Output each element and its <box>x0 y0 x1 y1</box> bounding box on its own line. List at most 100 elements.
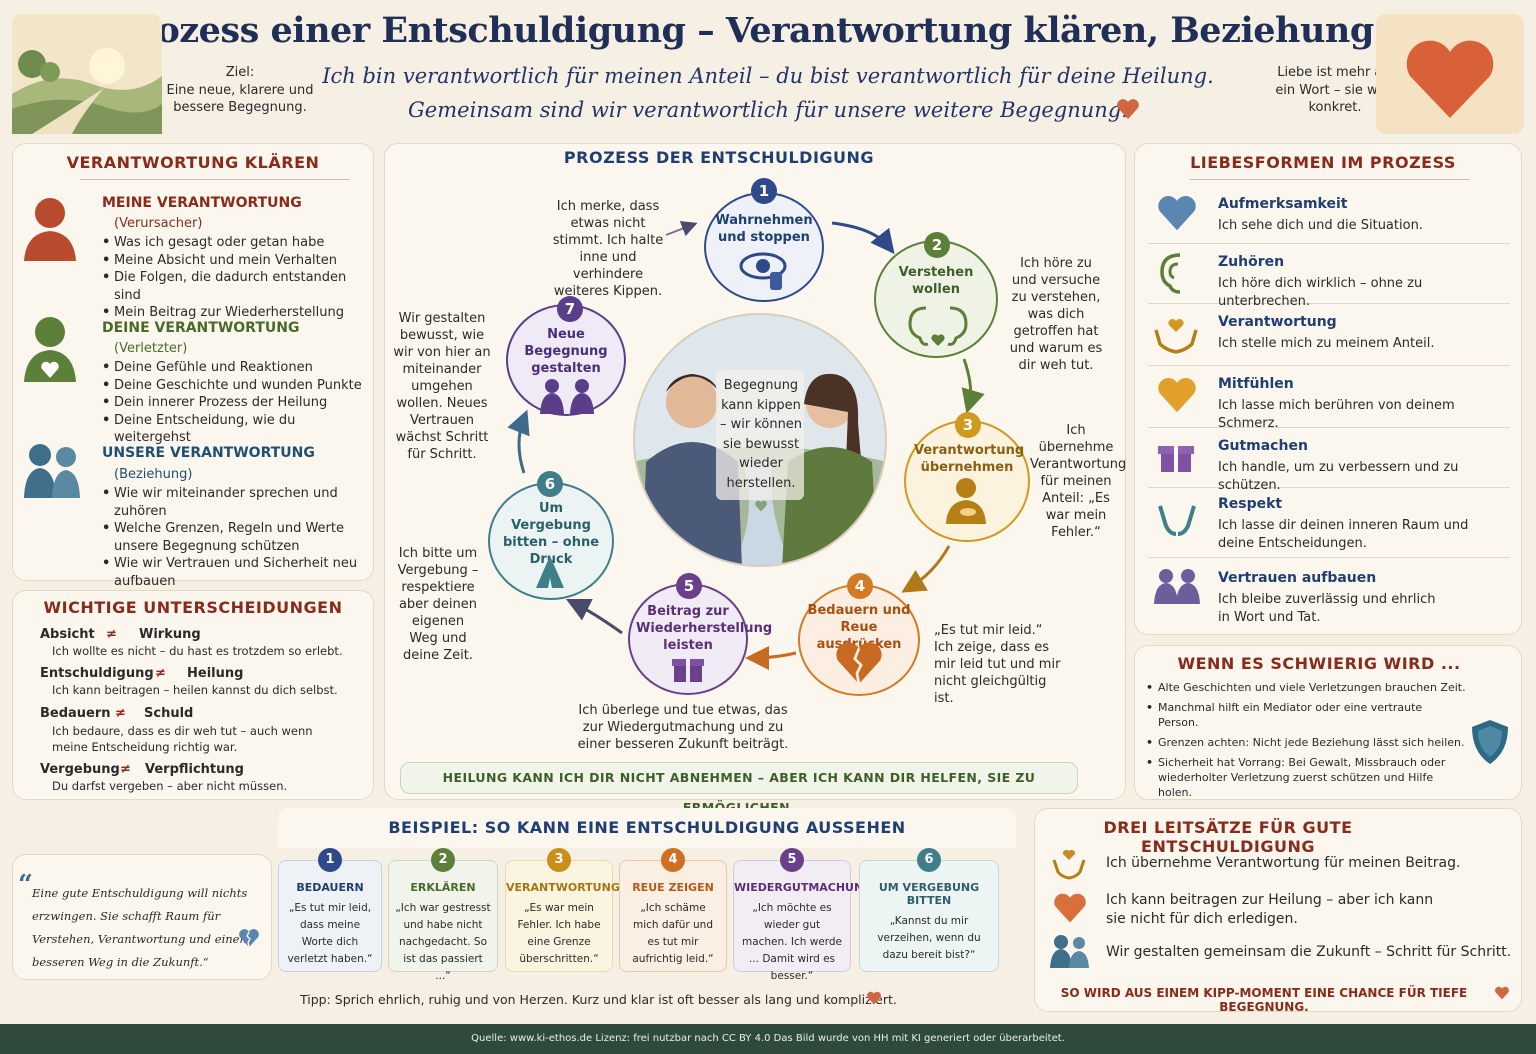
step-4-number: 4 <box>847 573 873 599</box>
card-number: 5 <box>780 848 804 872</box>
love-form-row: Vertrauen aufbauen Ich bleibe zuverlässi… <box>1148 566 1510 626</box>
mine-list: Was ich gesagt oder getan habe Meine Abs… <box>102 234 367 322</box>
broken-heart-icon <box>239 929 259 948</box>
love-forms-heading: LIEBESFORMEN IM PROZESS <box>1190 153 1456 172</box>
principle-2: Ich kann beitragen zur Heilung – aber ic… <box>1106 892 1434 927</box>
step-6-number: 6 <box>537 471 563 497</box>
step-3-desc: Ich übernehme Verantwortung für meinen A… <box>1030 423 1127 540</box>
quote-mark-icon: “ <box>18 870 33 900</box>
distinction-row: Entschuldigung≠Heilung Ich kann beitrage… <box>40 666 338 697</box>
love-form-row: Verantwortung Ich stelle mich zu meinem … <box>1148 310 1510 366</box>
small-heart-icon <box>755 500 767 512</box>
principle-1: Ich übernehme Verantwortung für meinen B… <box>1106 855 1461 871</box>
list-item: Deine Entscheidung, wie du weitergehst <box>102 412 367 447</box>
process-heading: PROZESS DER ENTSCHULDIGUNG <box>563 148 875 167</box>
card-number: 3 <box>547 848 571 872</box>
step-2-number: 2 <box>924 232 950 258</box>
difficult-list: Alte Geschichten und viele Verletzungen … <box>1146 680 1466 800</box>
person-hand-on-heart-icon <box>946 478 986 524</box>
step-5-number: 5 <box>676 573 702 599</box>
yours-list: Deine Gefühle und Reaktionen Deine Gesch… <box>102 359 367 447</box>
example-tip: Tipp: Sprich ehrlich, ruhig und von Herz… <box>300 992 897 1007</box>
praying-hands-icon <box>536 556 564 588</box>
two-people-icon <box>1050 935 1089 968</box>
path-landscape-illustration <box>12 14 162 134</box>
ears-icon <box>908 306 968 346</box>
distinction-row: Absicht≠Wirkung Ich wollte es nicht – du… <box>40 627 343 658</box>
cycle-arrows <box>507 221 985 670</box>
example-card: ERKLÄREN„Ich war gestresst und habe nich… <box>388 860 498 982</box>
card-number: 4 <box>661 848 685 872</box>
list-item: Wie wir Vertrauen und Sicherheit neu auf… <box>102 555 367 590</box>
heart-icon <box>1158 196 1196 231</box>
example-heading: BEISPIEL: SO KANN EINE ENTSCHULDIGUNG AU… <box>388 818 906 837</box>
healing-banner: HEILUNG KANN ICH DIR NICHT ABNEHMEN – AB… <box>400 762 1078 815</box>
list-item: Meine Absicht und mein Verhalten <box>102 252 367 270</box>
hands-heart-icon <box>1052 849 1086 880</box>
heart-icon <box>1054 893 1086 923</box>
ours-list: Wie wir miteinander sprechen und zuhören… <box>102 485 367 590</box>
list-item: Welche Grenzen, Regeln und Werte unsere … <box>102 520 367 555</box>
step-3-number: 3 <box>955 412 981 438</box>
step-2-desc: Ich höre zu und versuche zu verstehen, w… <box>1009 256 1103 373</box>
example-quote: Eine gute Entschuldigung will nichts erz… <box>32 886 248 969</box>
list-item: Wie wir miteinander sprechen und zuhören <box>102 485 367 520</box>
card-number: 1 <box>318 848 342 872</box>
responsibility-heading: VERANTWORTUNG KLÄREN <box>66 153 320 172</box>
love-form-row: Gutmachen Ich handle, um zu verbessern u… <box>1148 434 1510 493</box>
list-item: Mein Beitrag zur Wiederherstellung <box>102 304 367 322</box>
step-7-desc: Wir gestalten bewusst, wie wir von hier … <box>393 311 491 462</box>
list-item: Was ich gesagt oder getan habe <box>102 234 367 252</box>
list-item: Deine Gefühle und Reaktionen <box>102 359 367 377</box>
list-item: Deine Geschichte und wunden Punkte <box>102 377 367 395</box>
ours-role: (Beziehung) <box>114 467 193 482</box>
step-5-desc: Ich überlege und tue etwas, das zur Wied… <box>577 703 789 752</box>
ear-icon <box>1160 253 1181 294</box>
shield-icon <box>1472 720 1508 764</box>
difficult-heading: WENN ES SCHWIERIG WIRD ... <box>1177 654 1461 673</box>
example-card: BEDAUERN„Es tut mir leid, dass meine Wor… <box>278 860 382 972</box>
love-form-row: Zuhören Ich höre dich wirklich – ohne zu… <box>1148 250 1510 309</box>
hands-heart-icon <box>1154 318 1198 354</box>
example-card: REUE ZEIGEN„Ich schäme mich dafür und es… <box>619 860 727 972</box>
love-form-row: Mitfühlen Ich lasse mich berühren von de… <box>1148 372 1510 431</box>
couple-illustration <box>633 313 887 567</box>
people-icon <box>1154 569 1200 604</box>
two-people-meeting-icon <box>540 379 594 414</box>
list-item: Grenzen achten: Nicht jede Beziehung läs… <box>1146 735 1466 750</box>
principles-closing: SO WIRD AUS EINEM KIPP-MOMENT EINE CHANC… <box>1060 986 1468 1014</box>
step-1-desc: Ich merke, dass etwas nicht stimmt. Ich … <box>552 199 664 299</box>
yours-title: DEINE VERANTWORTUNG <box>102 320 300 336</box>
gift-icon <box>672 659 704 682</box>
example-card: WIEDERGUTMACHUNG„Ich möchte es wieder gu… <box>733 860 872 982</box>
list-item: Sicherheit hat Vorrang: Bei Gewalt, Miss… <box>1146 755 1466 800</box>
principles-heading: DREI LEITSÄTZE FÜR GUTE ENTSCHULDIGUNG <box>1103 818 1353 856</box>
gift-icon <box>1158 446 1194 472</box>
watercolor-heart-illustration <box>1376 14 1524 134</box>
love-forms-panel <box>1134 143 1522 635</box>
two-people-icon <box>24 444 80 498</box>
heart-icon <box>1495 986 1509 1000</box>
quote-box <box>12 854 272 980</box>
list-item: Manchmal hilft ein Mediator oder eine ve… <box>1146 700 1466 730</box>
list-item: Die Folgen, die dadurch entstanden sind <box>102 269 367 304</box>
goal-label: Ziel: <box>225 65 255 80</box>
yours-role: (Verletzter) <box>114 341 188 356</box>
step-4-desc: „Es tut mir leid.“ Ich zeige, dass es mi… <box>934 623 1061 706</box>
step-1-number: 1 <box>751 178 777 204</box>
love-note: Liebe ist mehr als ein Wort – sie wird k… <box>1275 65 1395 115</box>
eye-hand-icon <box>739 252 787 290</box>
distinction-row: Bedauern≠Schuld Ich bedaure, dass es dir… <box>40 706 313 754</box>
list-item: Alte Geschichten und viele Verletzungen … <box>1146 680 1466 695</box>
example-header-box <box>278 808 1016 848</box>
motto-line-2: Gemeinsam sind wir verantwortlich für un… <box>408 98 1128 122</box>
heart-icon <box>1158 378 1196 413</box>
footer-credit: Quelle: www.ki-ethos.de Lizenz: frei nut… <box>0 1024 1536 1054</box>
distinctions-heading: WICHTIGE UNTERSCHEIDUNGEN <box>43 598 343 617</box>
love-form-row: Respekt Ich lasse dir deinen inneren Rau… <box>1148 492 1510 558</box>
person-red-icon <box>24 198 76 261</box>
motto-line-1: Ich bin verantwortlich für meinen Anteil… <box>322 64 1214 88</box>
heart-icon <box>1117 99 1139 119</box>
card-number: 6 <box>917 848 941 872</box>
distinction-row: Vergebung≠Verpflichtung Du darfst vergeb… <box>40 762 288 793</box>
